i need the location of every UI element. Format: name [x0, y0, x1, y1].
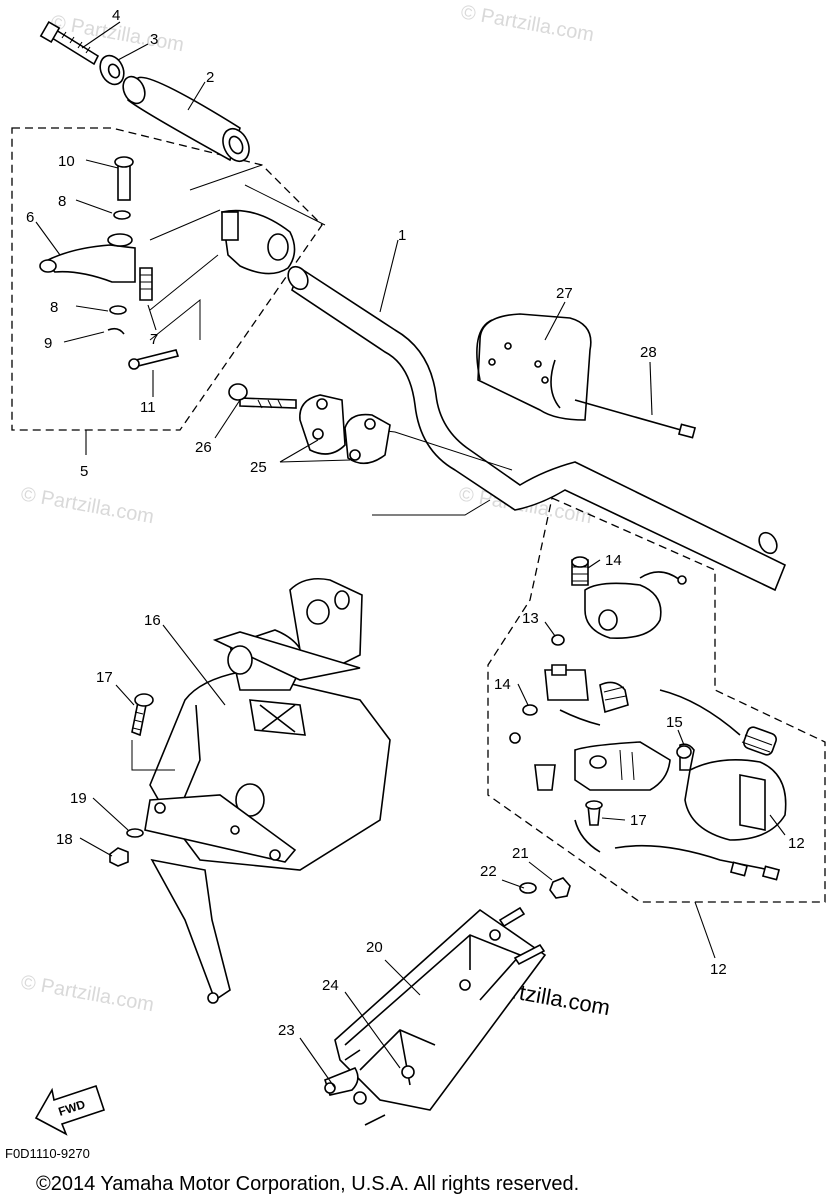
watermarks: © Partzilla.com © Partzilla.com © Partzi… [19, 1, 612, 1020]
part-label-2: 2 [206, 69, 214, 86]
part-label-17: 17 [630, 812, 647, 829]
part-label-14: 14 [494, 676, 511, 693]
part-label-25: 23 [278, 1022, 295, 1039]
part-label-28: 26 [195, 439, 212, 456]
part-label-1: 1 [398, 227, 406, 244]
part-label-4: 4 [112, 7, 120, 24]
column-hardware [109, 693, 175, 867]
part-label-7: 7 [150, 331, 158, 348]
part-label-19: 17 [96, 669, 113, 686]
part-label-29: 27 [556, 285, 573, 302]
part-label-14: 13 [522, 610, 539, 627]
group-5-outline [11, 127, 323, 431]
part-label-20: 18 [56, 831, 73, 848]
part-label-22: 20 [366, 939, 383, 956]
part-label-6: 6 [26, 209, 34, 226]
throttle-lever-assembly [39, 156, 296, 370]
part-label-12: 12 [710, 961, 727, 978]
part-label-5: 5 [80, 463, 88, 480]
part-label-11: 11 [140, 399, 156, 416]
part-label-3: 3 [150, 31, 158, 48]
part-label-30: 28 [640, 344, 657, 361]
diagram-code: F0D1110-9270 [5, 1146, 90, 1161]
part-label-18: 16 [144, 612, 161, 629]
watermark: © Partzilla.com [19, 483, 156, 528]
part-label-16: 14 [605, 552, 622, 569]
part-label-10: 10 [58, 153, 75, 170]
part-label-27: 25 [250, 459, 267, 476]
part-label-24: 22 [480, 863, 497, 880]
part-labels: 4 3 2 1 10 8 6 8 9 7 11 5 27 28 26 25 16… [26, 7, 805, 1039]
watermark: © Partzilla.com [19, 971, 156, 1016]
leader-lines [35, 21, 786, 1089]
bracket-assembly [324, 877, 571, 1126]
steering-column [144, 577, 391, 1004]
part-label-15: 15 [666, 714, 683, 731]
handlebar-cover [476, 313, 697, 439]
part-label-8: 8 [58, 193, 66, 210]
handlebar [287, 265, 787, 592]
part-label-8: 8 [50, 299, 58, 316]
part-label-13: 12 [788, 835, 805, 852]
part-label-9: 9 [44, 335, 52, 352]
forward-arrow-icon: FWD [34, 1084, 106, 1136]
part-label-21: 19 [70, 790, 87, 807]
watermark: © Partzilla.com [459, 1, 596, 46]
upper-holder-assembly [228, 383, 391, 465]
part-label-26: 24 [322, 977, 339, 994]
switch-assembly [509, 556, 787, 881]
group-12-outline [487, 497, 826, 903]
grip-assembly [39, 20, 326, 226]
part-label-23: 21 [512, 845, 529, 862]
copyright-notice: ©2014 Yamaha Motor Corporation, U.S.A. A… [36, 1173, 579, 1195]
